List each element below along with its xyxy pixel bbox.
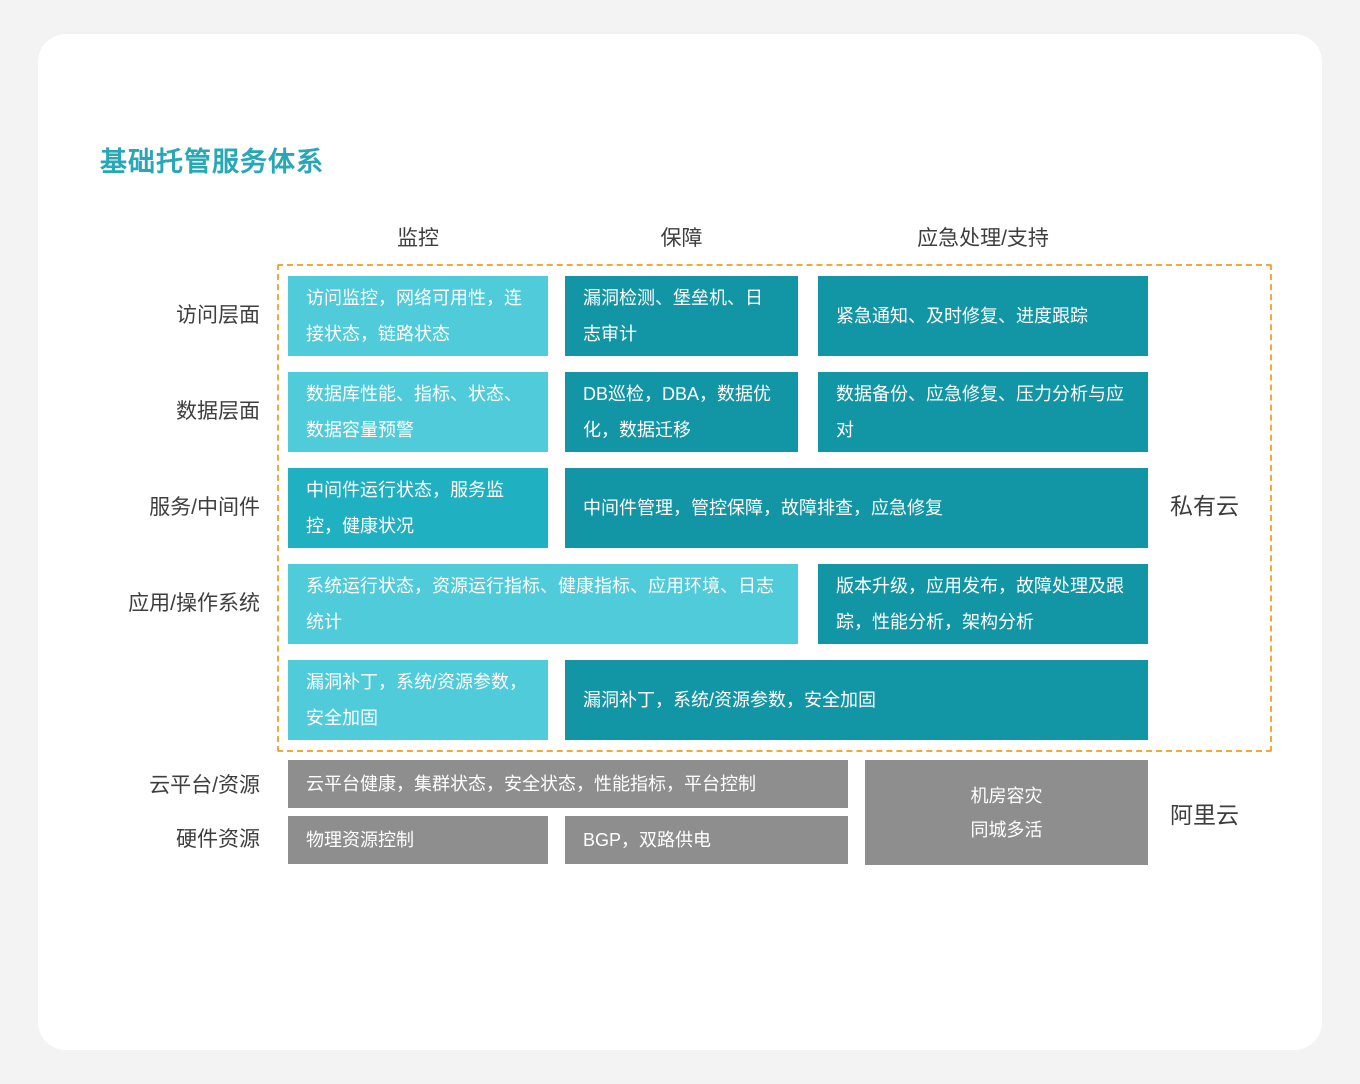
cell-data-assurance: DB巡检，DBA，数据优化，数据迁移 — [565, 372, 798, 452]
datacenter-line1: 机房容灾 — [970, 785, 1043, 806]
column-header-emergency: 应急处理/支持 — [917, 227, 1049, 250]
cell-middleware-management: 中间件管理，管控保障，故障排查，应急修复 — [565, 468, 1148, 548]
cell-data-emergency: 数据备份、应急修复、压力分析与应对 — [818, 372, 1148, 452]
cell-app-release: 版本升级，应用发布，故障处理及跟踪，性能分析，架构分析 — [818, 564, 1148, 644]
row-label-hardware: 硬件资源 — [176, 828, 260, 851]
cell-cloud-platform-health: 云平台健康，集群状态，安全状态，性能指标，平台控制 — [288, 760, 848, 808]
side-label-alibaba-cloud: 阿里云 — [1170, 802, 1239, 828]
row-label-access: 访问层面 — [176, 304, 260, 327]
row-label-cloud-platform: 云平台/资源 — [149, 774, 260, 797]
cell-access-monitoring: 访问监控，网络可用性，连接状态，链路状态 — [288, 276, 548, 356]
row-label-data: 数据层面 — [176, 400, 260, 423]
page-title: 基础托管服务体系 — [100, 147, 324, 177]
cell-data-monitoring: 数据库性能、指标、状态、数据容量预警 — [288, 372, 548, 452]
cell-patch-monitoring: 漏洞补丁，系统/资源参数，安全加固 — [288, 660, 548, 740]
column-header-assurance: 保障 — [660, 227, 703, 250]
cell-access-emergency: 紧急通知、及时修复、进度跟踪 — [818, 276, 1148, 356]
side-label-private-cloud: 私有云 — [1170, 493, 1239, 519]
cell-datacenter-disaster-recovery: 机房容灾 同城多活 — [865, 760, 1148, 865]
row-label-app-os: 应用/操作系统 — [128, 592, 260, 615]
cell-middleware-monitoring: 中间件运行状态，服务监控，健康状况 — [288, 468, 548, 548]
cell-power-network: BGP，双路供电 — [565, 816, 848, 864]
private-cloud-dashed-frame — [277, 264, 1272, 752]
cell-patch-assurance: 漏洞补丁，系统/资源参数，安全加固 — [565, 660, 1148, 740]
datacenter-line2: 同城多活 — [970, 819, 1043, 840]
cell-access-assurance: 漏洞检测、堡垒机、日志审计 — [565, 276, 798, 356]
column-header-monitoring: 监控 — [397, 227, 439, 250]
cell-system-monitoring: 系统运行状态，资源运行指标、健康指标、应用环境、日志统计 — [288, 564, 798, 644]
cell-physical-resource: 物理资源控制 — [288, 816, 548, 864]
row-label-service-middleware: 服务/中间件 — [149, 496, 260, 519]
